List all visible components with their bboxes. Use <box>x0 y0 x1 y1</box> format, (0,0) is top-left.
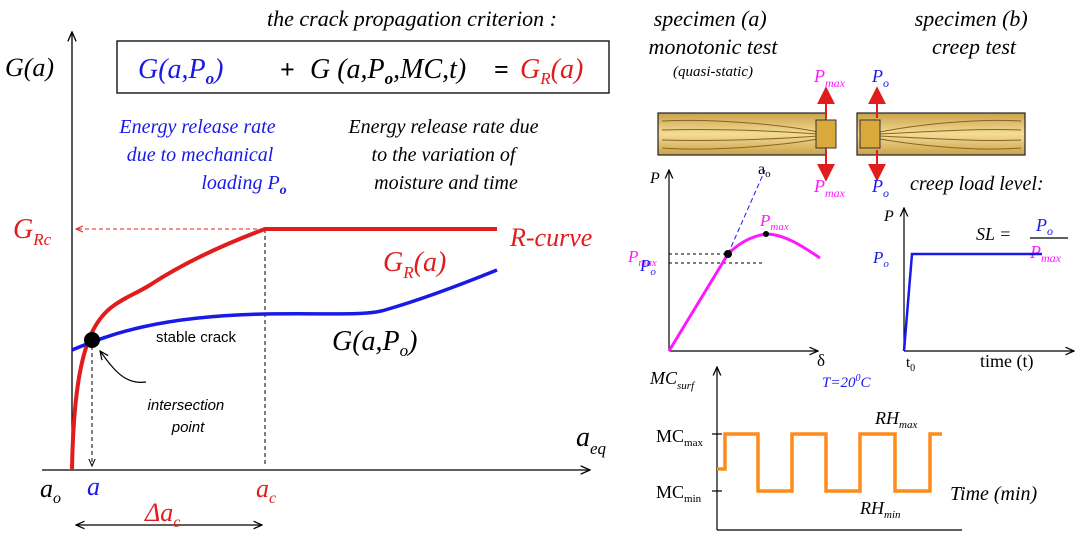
criterion-term1: G(a,P <box>138 54 206 85</box>
specimen-a-drawing <box>657 112 837 156</box>
tick-a: a <box>87 472 100 501</box>
specimen-b-po-bottom: Po <box>871 176 889 200</box>
intersection-pointer <box>100 351 147 383</box>
specimen-a-pmax-top: Pmax <box>813 66 846 90</box>
creep-t0-label: t0 <box>906 355 915 374</box>
criterion-box <box>116 40 610 94</box>
stable-crack-label: stable crack <box>156 329 237 346</box>
criterion-equation: G(a,Po) <box>138 54 223 88</box>
moisture-mcmax-label: MCmax <box>656 426 703 449</box>
moisture-rhmax-label: RHmax <box>874 408 917 431</box>
creep-po-tick: Po <box>872 248 889 270</box>
intersection-label: intersection point <box>148 397 229 436</box>
creep-y-label: P <box>883 208 894 225</box>
mechanical-annotation-line3: loading Po <box>201 172 286 198</box>
criterion-plus: + <box>280 55 295 84</box>
moisture-temperature: T=200C <box>822 373 871 391</box>
moisture-annotation: Energy release rate due to the variation… <box>347 116 543 194</box>
mechanical-annotation: Energy release rate due to mechanical <box>118 116 280 166</box>
r-curve-label: R-curve <box>509 223 592 252</box>
creep-load-curve <box>902 252 1042 352</box>
monotonic-ao-dashed <box>727 169 766 255</box>
criterion-equals: = <box>494 55 509 84</box>
moisture-mcmin-label: MCmin <box>656 482 702 505</box>
creep-x-label: time (t) <box>980 351 1033 372</box>
main-x-axis-label: aeq <box>576 422 607 458</box>
monotonic-pmax-tick: Pmax <box>627 247 657 269</box>
specimen-a-subtitle: (quasi-static) <box>673 64 753 80</box>
r-curve <box>70 227 497 471</box>
specimen-b-title: specimen (b) creep test <box>915 6 1034 59</box>
monotonic-load-curve <box>667 232 821 352</box>
g-mechanical-curve <box>71 268 498 352</box>
criterion-term2: G (a,Po,MC,t) <box>310 54 466 88</box>
specimen-b-drawing <box>856 112 1026 156</box>
monotonic-peak-point <box>763 231 769 237</box>
grc-label: GRc <box>13 214 52 249</box>
specimen-a-pmax-bottom: Pmax <box>813 176 846 200</box>
specimen-a-title: specimen (a) monotonic test <box>649 6 779 59</box>
tick-ac: ac <box>256 474 276 507</box>
monotonic-x-label: δ <box>817 351 825 370</box>
tick-ao: ao <box>40 474 61 507</box>
moisture-rhmin-label: RHmin <box>859 498 901 521</box>
moisture-cycle-curve <box>717 432 942 493</box>
creep-sl-denominator: Pmax <box>1029 242 1062 265</box>
monotonic-y-label: P <box>649 170 660 187</box>
gr-label: GR(a) <box>383 247 446 282</box>
g-mechanical-label: G(a,Po) <box>332 326 417 360</box>
monotonic-peak-label: Pmax <box>759 211 789 233</box>
main-y-axis-label: G(a) <box>5 53 54 82</box>
specimen-b-po-top: Po <box>871 66 889 90</box>
criterion-title: the crack propagation criterion : <box>267 6 557 31</box>
criterion-term3: GR(a) <box>520 54 583 88</box>
creep-sl-numerator: Po <box>1035 215 1053 238</box>
moisture-y-label: MCsurf <box>649 368 696 392</box>
monotonic-po-tick: Po <box>639 256 656 278</box>
creep-title: creep load level: <box>910 173 1044 195</box>
delta-ac-label: Δac <box>144 498 180 531</box>
intersection-point <box>84 332 100 348</box>
moisture-x-label: Time (min) <box>950 483 1038 505</box>
monotonic-ao-label: ao <box>758 161 771 180</box>
monotonic-po-point <box>724 250 732 258</box>
creep-sl-label: SL = <box>976 224 1011 244</box>
